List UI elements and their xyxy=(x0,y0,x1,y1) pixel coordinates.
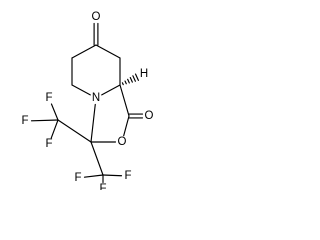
bonds xyxy=(30,22,144,184)
bond-c3-cf3b xyxy=(90,141,104,176)
atom-label-n: N xyxy=(92,92,100,104)
atom-label-ring-o: O xyxy=(118,136,127,148)
atom-label-ketone-o: O xyxy=(92,11,101,23)
bond-c3-cf3a xyxy=(57,119,92,143)
bond-c7-ok xyxy=(93,22,99,46)
atom-label-f4: F xyxy=(74,172,81,184)
bond-c8a-n xyxy=(101,84,121,96)
bond-cf3a-fa2 xyxy=(30,119,59,122)
atom-labels: O O O N H F F F F F F xyxy=(21,11,153,190)
atom-label-lactone-carbonyl-o: O xyxy=(145,110,154,122)
bond-cf3b-fb3 xyxy=(102,174,123,177)
bond-c8a-h xyxy=(121,73,139,86)
atom-label-f5: F xyxy=(99,183,106,190)
bond-cf3b-fb1 xyxy=(83,174,104,178)
bond-c1-or xyxy=(123,115,130,137)
bond-c8a-c1 xyxy=(119,84,130,117)
bond-c5-n xyxy=(71,84,91,96)
atom-label-f3: F xyxy=(45,138,52,150)
bond-c7-c6 xyxy=(71,44,97,59)
atom-label-f6: F xyxy=(124,170,131,182)
bond-c1-oc xyxy=(128,113,144,119)
atom-label-f1: F xyxy=(45,92,52,104)
chemical-structure: O O O N H F F F F F F xyxy=(21,11,153,190)
bond-cf3a-fa3 xyxy=(50,119,59,139)
atom-label-f2: F xyxy=(21,115,28,127)
atom-label-h: H xyxy=(140,68,148,80)
bond-cf3a-fa1 xyxy=(50,103,59,121)
bond-c7-c8 xyxy=(95,44,121,59)
bond-c3-n xyxy=(90,103,96,143)
